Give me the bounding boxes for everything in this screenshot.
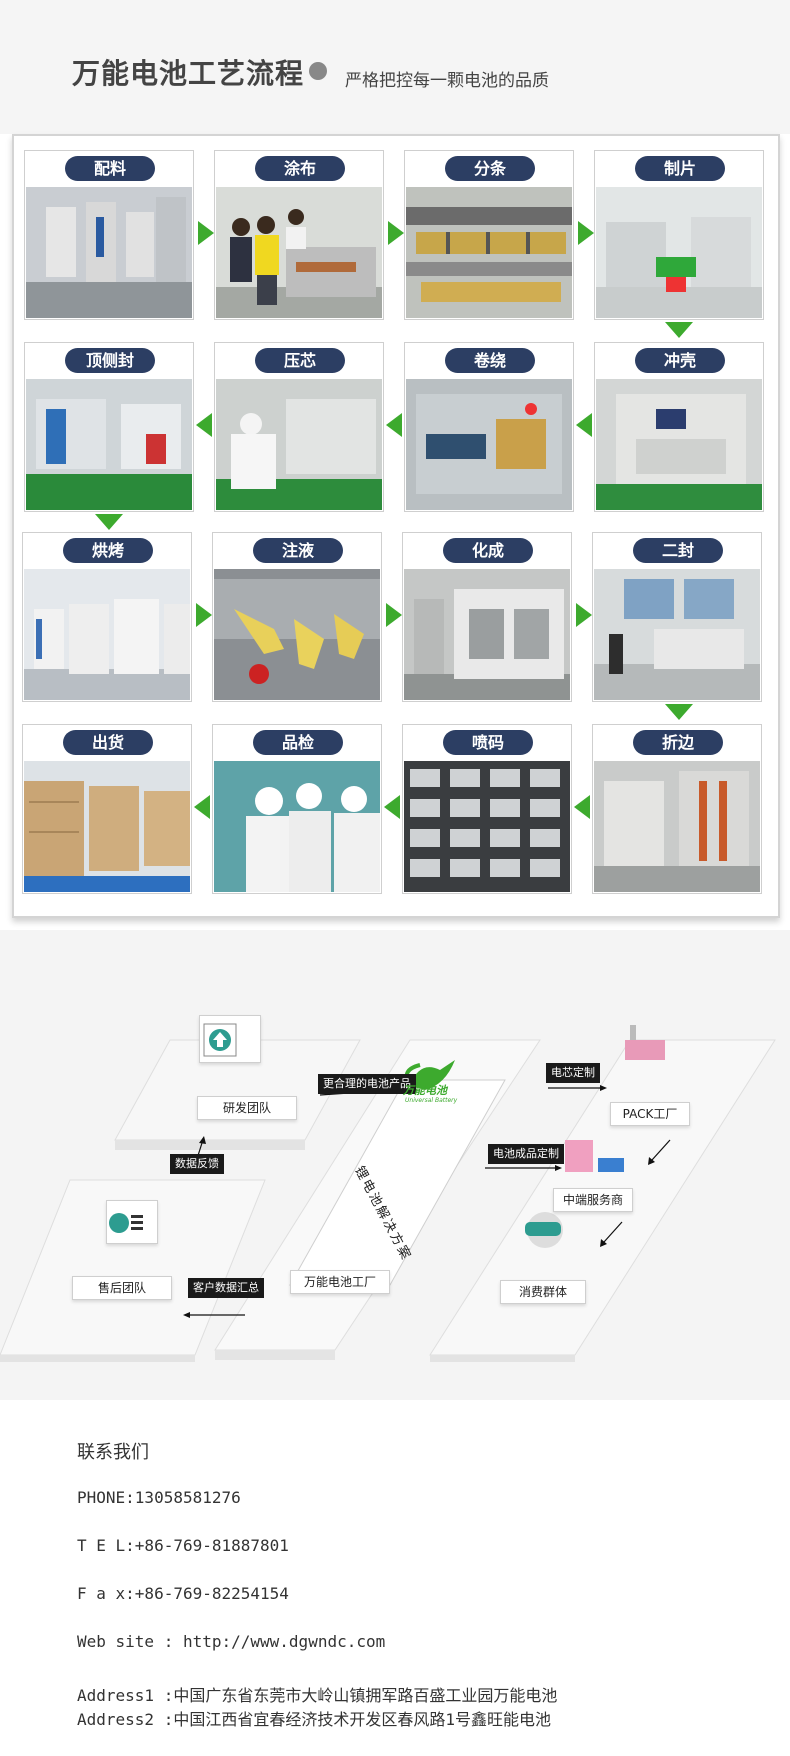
contact-title: 联系我们 <box>77 1442 149 1463</box>
pack-factory-icon <box>625 1040 665 1060</box>
step-label: 烘烤 <box>63 538 153 563</box>
flow-arrow-right-icon <box>388 221 404 245</box>
step-slitting: 分条 <box>404 150 574 320</box>
step-photo <box>214 761 380 892</box>
contact-tel: T E L:+86-769-81887801 <box>77 1536 289 1555</box>
flow-arrow-right-icon <box>196 603 212 627</box>
step-photo <box>214 569 380 700</box>
flow-arrow-left-icon <box>576 413 592 437</box>
step-label: 配料 <box>65 156 155 181</box>
step-core-pressing: 压芯 <box>214 342 384 512</box>
step-photo <box>406 187 572 318</box>
upload-arrow-icon <box>203 1023 237 1057</box>
step-label: 折边 <box>633 730 723 755</box>
step-second-sealing: 二封 <box>592 532 762 702</box>
after-sales-team-box: 售后团队 <box>72 1276 172 1300</box>
flow-arrow-left-icon <box>196 413 212 437</box>
step-photo <box>404 761 570 892</box>
flow-arrow-down-icon <box>665 322 693 338</box>
step-label: 注液 <box>253 538 343 563</box>
page-header: 万能电池工艺流程 严格把控每一颗电池的品质 <box>0 0 790 134</box>
rd-icon-tile <box>199 1015 261 1063</box>
consumers-box: 消费群体 <box>500 1280 586 1304</box>
step-photo <box>596 379 762 510</box>
step-coating: 涂布 <box>214 150 384 320</box>
tag-finished-custom: 电池成品定制 <box>488 1144 564 1164</box>
page-title: 万能电池工艺流程 <box>72 57 305 90</box>
step-sheet-making: 制片 <box>594 150 764 320</box>
step-label: 化成 <box>443 538 533 563</box>
flow-arrow-right-icon <box>386 603 402 627</box>
step-edge-folding: 折边 <box>592 724 762 894</box>
flow-arrow-right-icon <box>198 221 214 245</box>
step-photo <box>26 187 192 318</box>
process-flow-grid: 配料 涂布 分条 制片 <box>12 134 780 918</box>
step-photo <box>594 569 760 700</box>
flow-arrow-left-icon <box>384 795 400 819</box>
step-label: 二封 <box>633 538 723 563</box>
page-subtitle: 严格把控每一颗电池的品质 <box>345 71 549 91</box>
tag-customer-data: 客户数据汇总 <box>188 1278 264 1298</box>
step-shell-punching: 冲壳 <box>594 342 764 512</box>
report-icon <box>109 1213 143 1233</box>
step-photo <box>26 379 192 510</box>
step-photo <box>594 761 760 892</box>
contact-address-2: Address2 :中国江西省宜春经济技术开发区春风路1号鑫旺能电池 <box>77 1710 551 1729</box>
step-label: 分条 <box>445 156 535 181</box>
logo-subtext: Universal Battery <box>405 1097 458 1104</box>
step-batching: 配料 <box>24 150 194 320</box>
step-label: 冲壳 <box>635 348 725 373</box>
contact-phone: PHONE:13058581276 <box>77 1488 241 1507</box>
flow-arrow-left-icon <box>574 795 590 819</box>
step-photo <box>216 379 382 510</box>
tag-better-products: 更合理的电池产品 <box>318 1074 416 1094</box>
step-label: 顶侧封 <box>65 348 155 373</box>
step-photo <box>406 379 572 510</box>
store-icon <box>565 1140 593 1172</box>
tag-cell-custom: 电芯定制 <box>546 1063 600 1083</box>
flow-arrow-down-icon <box>95 514 123 530</box>
step-baking: 烘烤 <box>22 532 192 702</box>
factory-box: 万能电池工厂 <box>290 1270 390 1294</box>
battery-ecosystem-diagram: 研发团队 售后团队 万能电池工厂 PACK工厂 中端服务商 消费群体 更合理的电… <box>0 930 790 1400</box>
step-top-side-sealing: 顶侧封 <box>24 342 194 512</box>
flow-arrow-right-icon <box>576 603 592 627</box>
step-label: 品检 <box>253 730 343 755</box>
step-liquid-injection: 注液 <box>212 532 382 702</box>
step-label: 喷码 <box>443 730 533 755</box>
flow-arrow-down-icon <box>665 704 693 720</box>
mid-service-box: 中端服务商 <box>553 1188 633 1212</box>
contact-section: 联系我们 PHONE:13058581276 T E L:+86-769-818… <box>0 1408 790 1756</box>
step-label: 卷绕 <box>445 348 535 373</box>
step-label: 出货 <box>63 730 153 755</box>
brand-logo-icon <box>410 1060 455 1090</box>
flow-arrow-left-icon <box>194 795 210 819</box>
contact-address-1: Address1 :中国广东省东莞市大岭山镇拥军路百盛工业园万能电池 <box>77 1686 558 1705</box>
ecosystem-platforms <box>0 1025 776 1362</box>
title-dot-icon <box>309 62 327 80</box>
step-photo <box>24 569 190 700</box>
contact-website[interactable]: Web site : http://www.dgwndc.com <box>77 1632 386 1651</box>
step-code-spraying: 喷码 <box>402 724 572 894</box>
step-shipping: 出货 <box>22 724 192 894</box>
step-winding: 卷绕 <box>404 342 574 512</box>
rd-team-box: 研发团队 <box>197 1096 297 1120</box>
step-photo <box>216 187 382 318</box>
tag-feedback: 数据反馈 <box>170 1154 224 1174</box>
flow-arrow-left-icon <box>386 413 402 437</box>
after-sales-icon-tile <box>106 1200 158 1244</box>
step-photo <box>24 761 190 892</box>
step-quality-inspection: 品检 <box>212 724 382 894</box>
logo-text: 万能电池 <box>403 1084 447 1097</box>
step-formation: 化成 <box>402 532 572 702</box>
step-photo <box>404 569 570 700</box>
contact-fax: F a x:+86-769-82254154 <box>77 1584 289 1603</box>
step-label: 制片 <box>635 156 725 181</box>
pack-factory-box: PACK工厂 <box>610 1102 690 1126</box>
step-photo <box>596 187 762 318</box>
step-label: 压芯 <box>255 348 345 373</box>
step-label: 涂布 <box>255 156 345 181</box>
flow-arrow-right-icon <box>578 221 594 245</box>
